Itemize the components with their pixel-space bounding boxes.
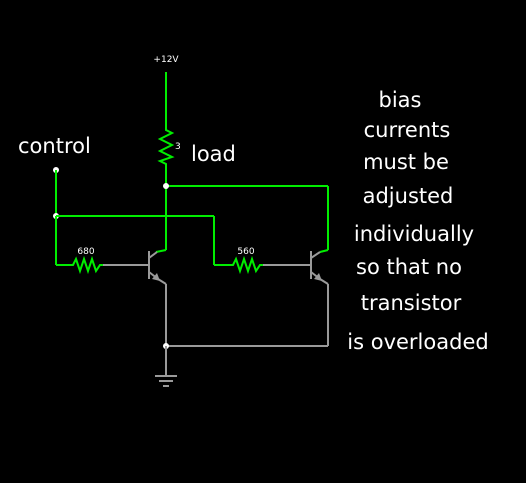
- junction-dot: [163, 183, 169, 189]
- note-line-7: transistor: [361, 291, 462, 315]
- note-line-1: bias: [379, 88, 422, 112]
- annotation-note: bias currents must be adjusted individua…: [347, 88, 488, 354]
- load-resistor-value: 3: [175, 142, 181, 152]
- note-line-3: must be: [363, 150, 449, 174]
- base-resistor-1[interactable]: [70, 255, 103, 275]
- ground-symbol[interactable]: [155, 375, 177, 387]
- control-label: control: [18, 134, 91, 158]
- transistor-2[interactable]: [310, 251, 329, 285]
- base-resistor-2[interactable]: [230, 255, 263, 275]
- load-label: load: [191, 142, 236, 166]
- note-line-6: so that no: [356, 255, 462, 279]
- note-line-5: individually: [354, 222, 474, 246]
- supply-label: +12V: [153, 55, 179, 65]
- resistor-2-value: 560: [237, 247, 254, 257]
- note-line-8: is overloaded: [347, 330, 488, 354]
- resistor-1-value: 680: [77, 247, 94, 257]
- note-line-2: currents: [364, 118, 451, 142]
- load-resistor[interactable]: [157, 126, 175, 168]
- note-line-4: adjusted: [363, 184, 454, 208]
- transistor-1[interactable]: [148, 251, 167, 285]
